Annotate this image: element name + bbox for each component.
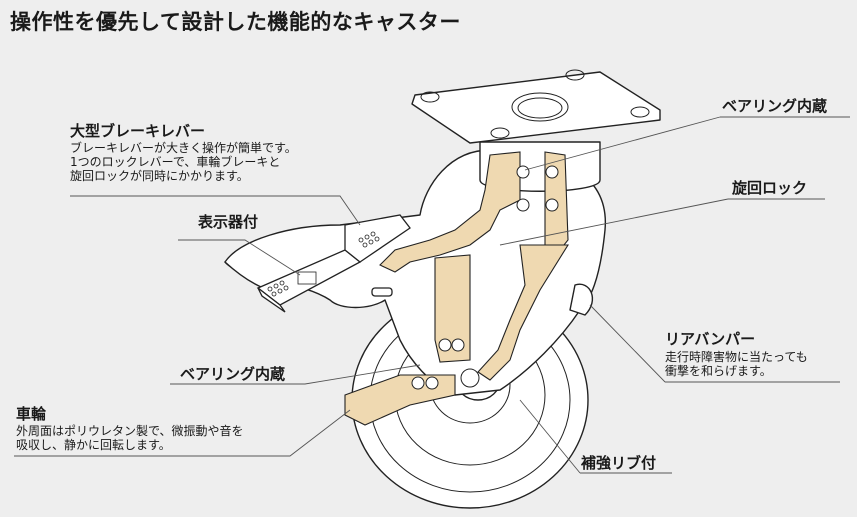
page-title: 操作性を優先して設計した機能的なキャスター — [10, 10, 461, 34]
top-plate — [411, 71, 661, 144]
bearing-wheel-label: ベアリング内蔵 — [180, 365, 286, 383]
swivel-lock-label: 旋回ロック — [732, 179, 808, 197]
brake-lever-desc-2: 1つのロックレバーで、車輪ブレーキと — [70, 155, 281, 169]
wheel-desc-2: 吸収し、静かに回転します。 — [16, 438, 171, 452]
bearing-top-label: ベアリング内蔵 — [722, 97, 828, 115]
rear-bumper-label: リアバンパー — [665, 330, 756, 348]
indicator-label: 表示器付 — [198, 213, 259, 231]
rear-bumper-desc-1: 走行時障害物に当たっても — [665, 350, 808, 364]
brake-pedal — [256, 214, 411, 313]
brake-lever-desc-3: 旋回ロックが同時にかかります。 — [70, 169, 249, 183]
leader-lines — [14, 116, 850, 474]
rib-label: 補強リブ付 — [581, 454, 657, 472]
brake-lever-desc-1: ブレーキレバーが大きく操作が簡単です。 — [70, 141, 297, 155]
cutaway-sections — [344, 151, 569, 426]
rear-bumper — [569, 283, 594, 316]
wheel-desc-1: 外周面はポリウレタン製で、微振動や音を — [16, 424, 244, 438]
rear-bumper-desc-2: 衝撃を和らげます。 — [665, 364, 772, 378]
wheel-label: 車輪 — [16, 405, 47, 423]
brake-lever-label: 大型ブレーキレバー — [70, 122, 206, 140]
